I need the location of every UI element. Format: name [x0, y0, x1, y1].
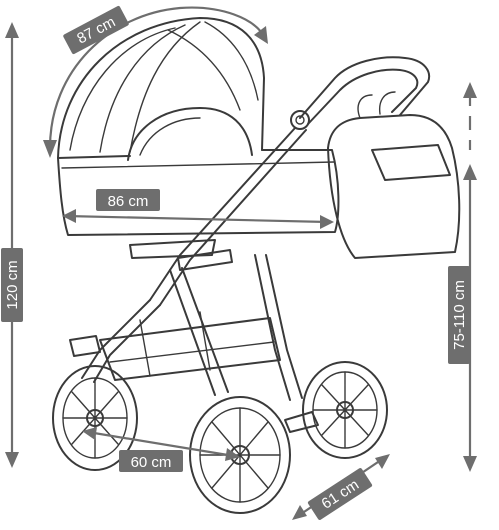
overall-height-dimension: 120 cm	[1, 22, 23, 468]
brake-pedal	[69, 335, 101, 357]
carrycot	[57, 107, 340, 236]
handle-height-dimension: 75-110 cm	[448, 82, 477, 472]
rear-wheel-left	[52, 365, 138, 471]
axle	[284, 411, 319, 433]
overall-height-label: 120 cm	[4, 260, 21, 309]
canopy-arc-dimension: 87 cm	[43, 5, 268, 158]
carrycot-length-dimension: 86 cm	[62, 189, 334, 229]
wheelbase-label: 60 cm	[131, 454, 172, 471]
basket	[99, 311, 281, 381]
canopy	[57, 17, 265, 159]
handle-height-label: 75-110 cm	[451, 280, 468, 350]
front-wheel	[189, 396, 291, 514]
changing-bag	[327, 91, 461, 259]
stroller-illustration	[52, 17, 461, 514]
rear-wheel-right	[302, 361, 388, 459]
carrycot-length-label: 86 cm	[108, 193, 149, 210]
width-dimension: 61 cm	[292, 454, 390, 520]
wheelbase-dimension: 60 cm	[82, 427, 240, 472]
frame	[81, 56, 430, 401]
